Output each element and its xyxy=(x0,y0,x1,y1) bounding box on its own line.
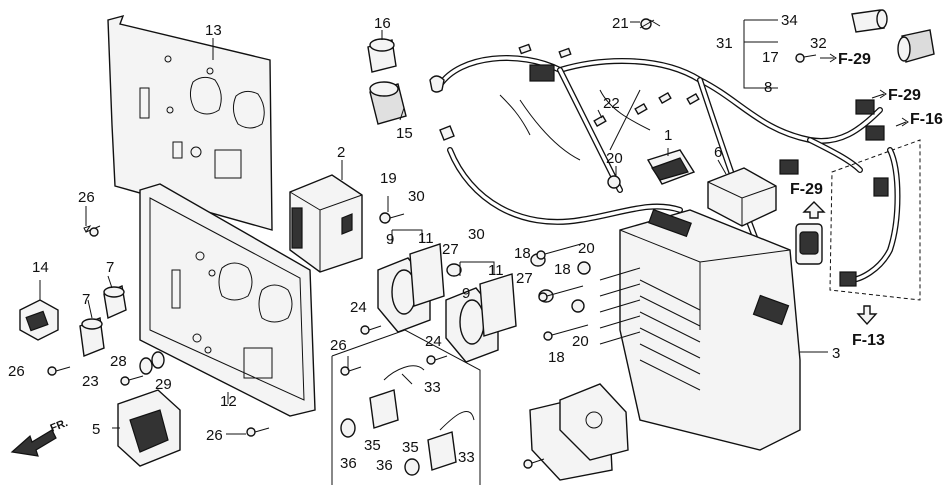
callout-16: 16 xyxy=(374,15,391,32)
callout-12: 12 xyxy=(220,393,237,410)
callout-2: 2 xyxy=(337,144,345,161)
callout-26d: 26 xyxy=(206,427,223,444)
callout-28: 28 xyxy=(110,353,127,370)
callout-26c: 26 xyxy=(8,363,25,380)
rubber-grommet-16 xyxy=(367,38,397,73)
breaker-35b xyxy=(427,411,475,471)
breaker-35a xyxy=(369,365,425,429)
ref-f16: F-16 xyxy=(910,111,943,128)
callout-29: 29 xyxy=(155,376,172,393)
callout-20b: 20 xyxy=(578,240,595,257)
callout-27a: 27 xyxy=(442,241,459,258)
callout-6: 6 xyxy=(714,144,722,161)
gasket-sheet-13 xyxy=(107,14,273,231)
callout-18b: 18 xyxy=(554,261,571,278)
inverter-unit-3 xyxy=(599,208,801,451)
switch-14 xyxy=(19,299,59,341)
page-references: F-29 F-29 F-16 F-29 F-13 xyxy=(790,51,943,349)
ref-f13: F-13 xyxy=(852,332,885,349)
callout-5: 5 xyxy=(92,421,100,438)
callout-11b: 11 xyxy=(488,262,504,279)
callout-8: 8 xyxy=(764,79,772,96)
callout-21: 21 xyxy=(612,15,629,32)
terminal-7b xyxy=(79,317,105,357)
callout-24a: 24 xyxy=(350,299,367,316)
callout-23: 23 xyxy=(82,373,99,390)
callout-3: 3 xyxy=(832,345,840,362)
connector-subassembly xyxy=(795,139,921,301)
callout-11a: 11 xyxy=(418,230,434,247)
collar-34 xyxy=(851,9,888,33)
foam-sleeve-15 xyxy=(369,81,407,125)
breaker-knob-36a xyxy=(340,418,356,438)
callout-26b: 26 xyxy=(330,337,347,354)
callout-20a: 20 xyxy=(606,150,623,167)
callout-24b: 24 xyxy=(425,333,442,350)
callout-36b: 36 xyxy=(376,457,393,474)
callout-15: 15 xyxy=(396,125,413,142)
ref-f29-box: F-29 xyxy=(790,181,823,198)
callout-22: 22 xyxy=(603,95,620,112)
collar-32 xyxy=(897,29,935,63)
callout-18c: 18 xyxy=(548,349,565,366)
screws xyxy=(47,18,817,469)
callout-33a: 33 xyxy=(424,379,441,396)
callout-35b: 35 xyxy=(402,439,419,456)
choke-9b xyxy=(445,273,517,363)
control-panel-12 xyxy=(139,183,316,417)
callouts: 13 16 15 21 34 31 32 17 8 22 2 19 30 9 1… xyxy=(8,12,840,474)
callout-32: 32 xyxy=(810,35,827,52)
callout-26a: 26 xyxy=(78,189,95,206)
circuit-breaker-frame xyxy=(331,329,481,485)
callout-35a: 35 xyxy=(364,437,381,454)
receptacle-5 xyxy=(117,389,181,467)
callout-19: 19 xyxy=(380,170,397,187)
leader-lines xyxy=(39,19,828,435)
callout-27b: 27 xyxy=(516,270,533,287)
module-1 xyxy=(646,149,696,185)
callout-18a: 18 xyxy=(514,245,531,262)
terminal-7a xyxy=(103,284,127,320)
ref-f29-top: F-29 xyxy=(838,51,871,68)
callout-31: 31 xyxy=(716,35,733,52)
callout-30b: 30 xyxy=(468,226,485,243)
callout-13: 13 xyxy=(205,22,222,39)
callout-7a: 7 xyxy=(106,259,114,276)
receptacle-cover-2 xyxy=(289,174,363,273)
callout-34: 34 xyxy=(781,12,798,29)
front-label: FR. xyxy=(49,417,70,435)
callout-1: 1 xyxy=(664,127,672,144)
choke-9a xyxy=(377,243,445,333)
control-unit-6 xyxy=(707,167,777,227)
cover-plate xyxy=(529,383,629,481)
callout-20c: 20 xyxy=(572,333,589,350)
callout-17: 17 xyxy=(762,49,779,66)
front-arrow: FR. xyxy=(10,417,70,457)
callout-9a: 9 xyxy=(386,231,394,248)
ref-f29-mid: F-29 xyxy=(888,87,921,104)
callout-36a: 36 xyxy=(340,455,357,472)
breaker-knob-36b xyxy=(404,458,420,476)
callout-7b: 7 xyxy=(82,291,90,308)
callout-30a: 30 xyxy=(408,188,425,205)
callout-33b: 33 xyxy=(458,449,475,466)
callout-14: 14 xyxy=(32,259,49,276)
callout-9b: 9 xyxy=(462,285,470,302)
